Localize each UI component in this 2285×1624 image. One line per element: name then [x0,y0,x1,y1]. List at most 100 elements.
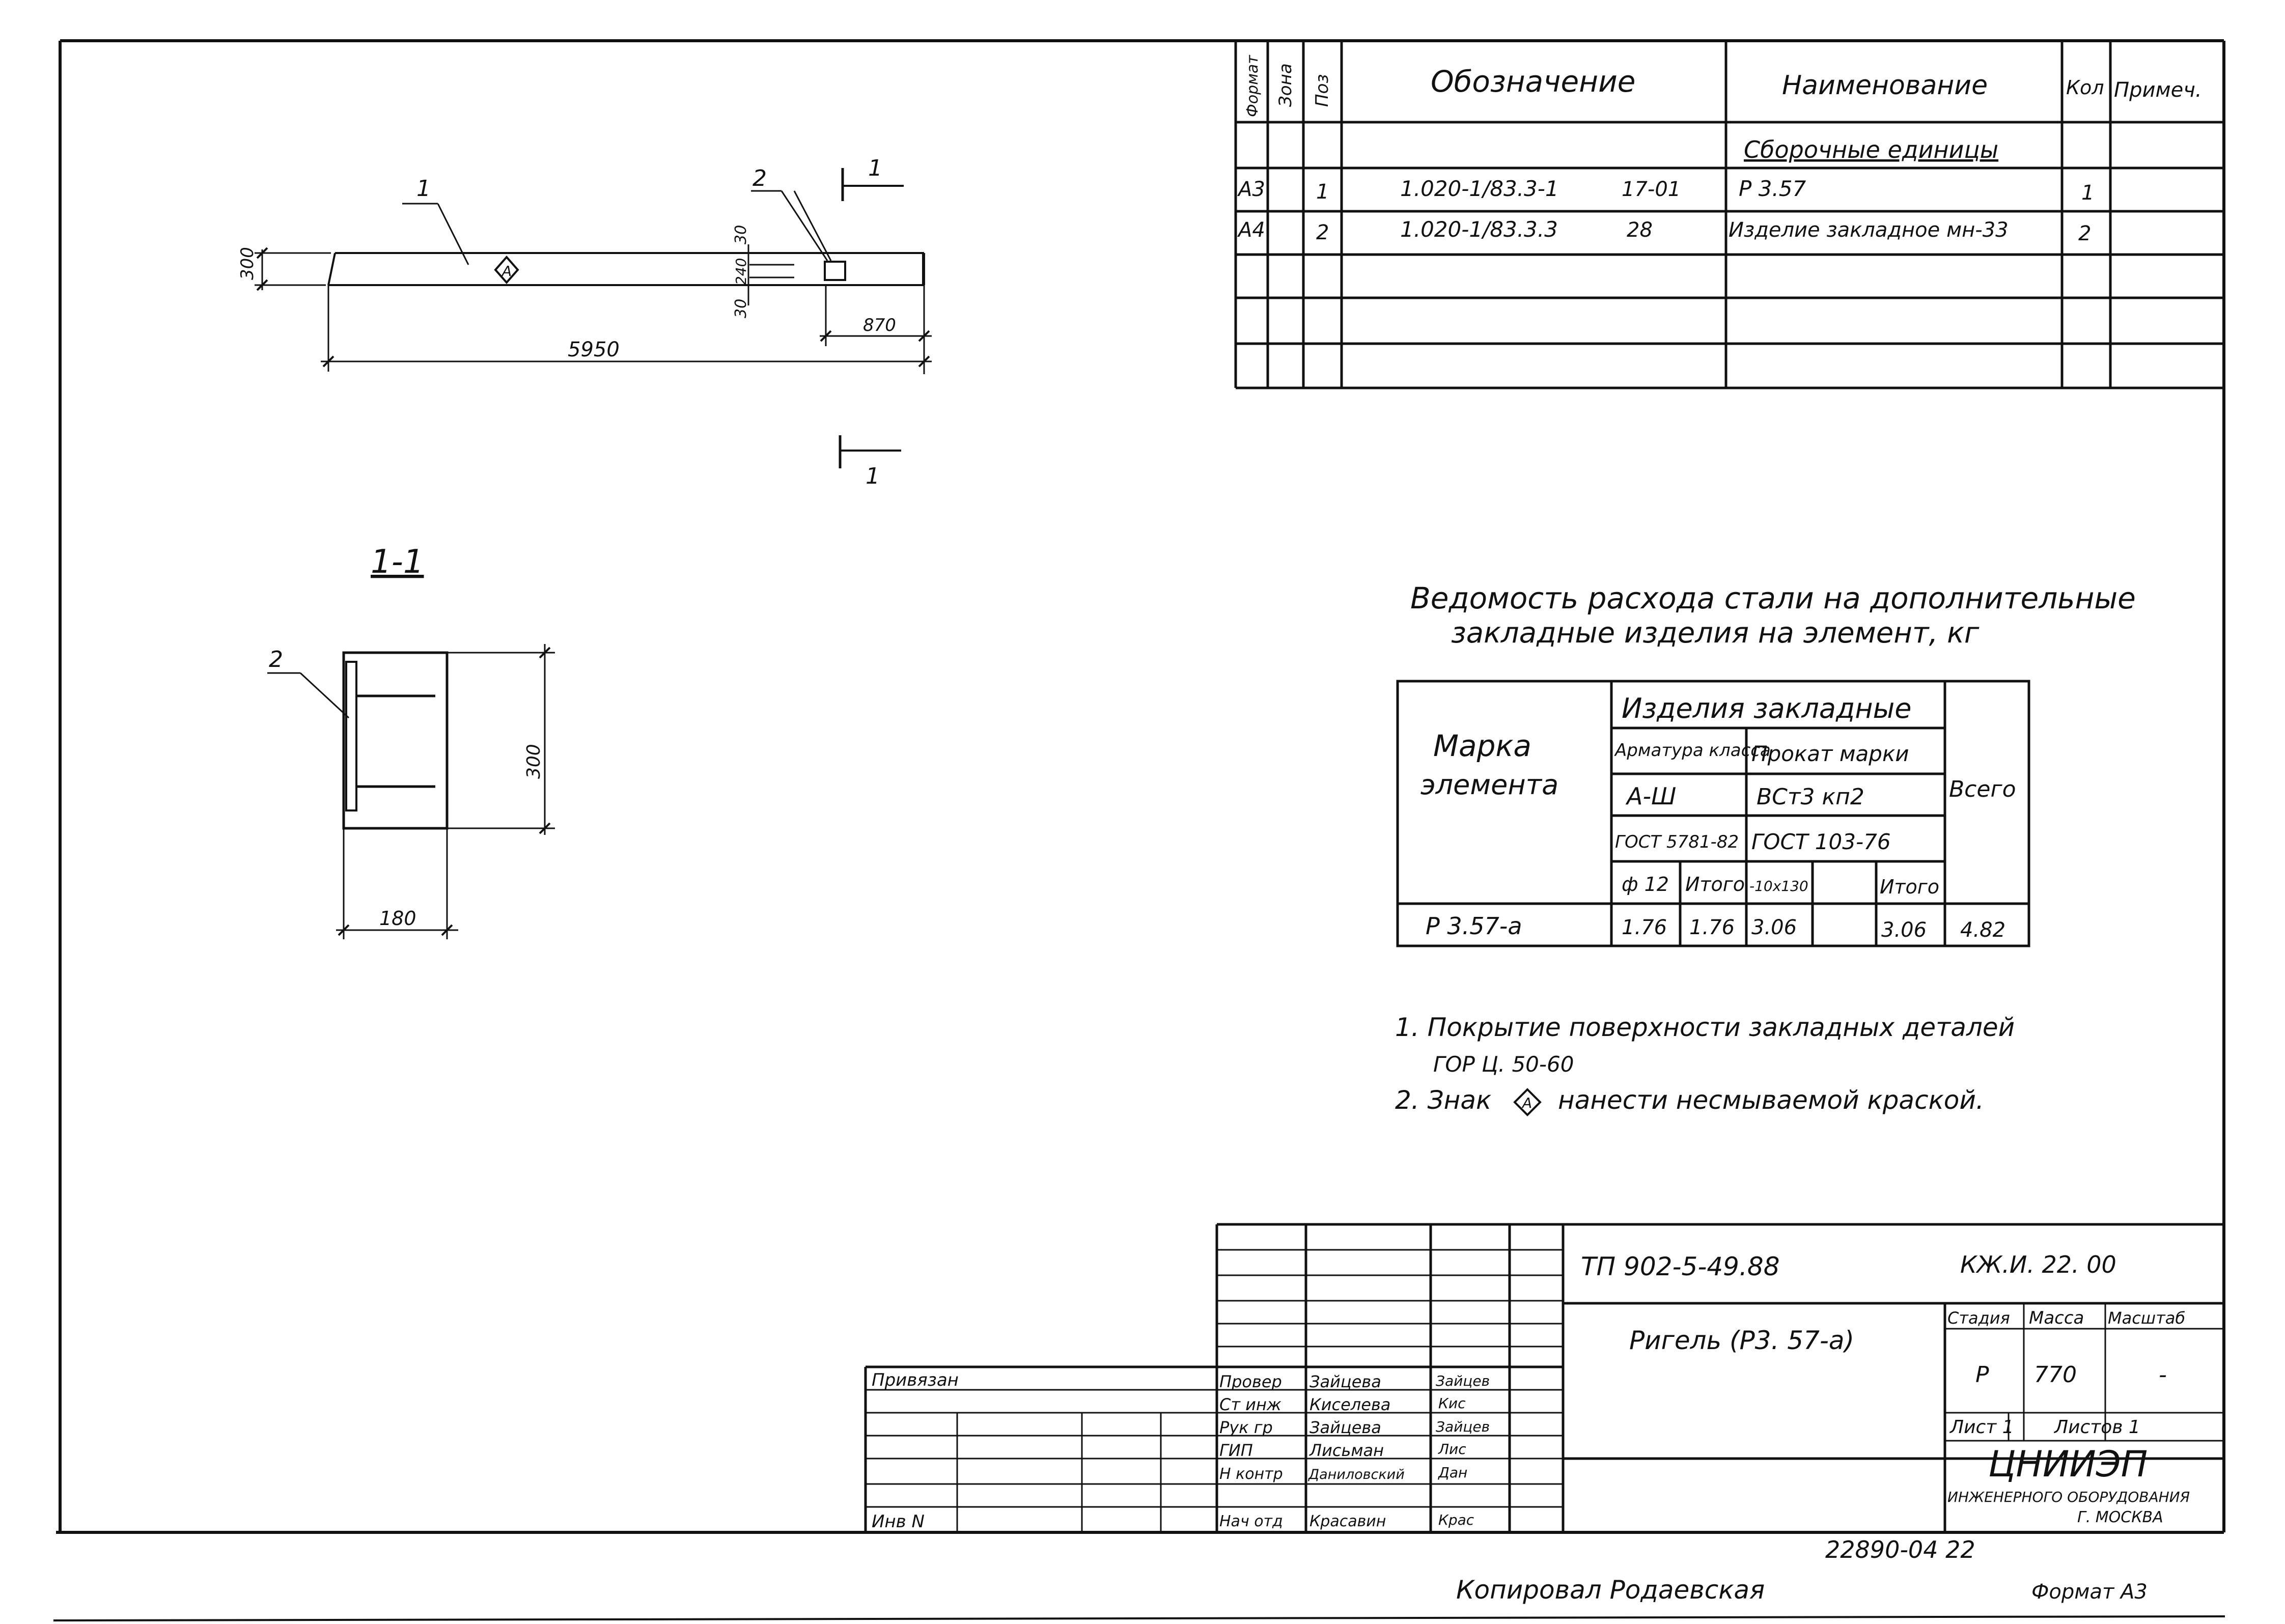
row1-sheet: 17-01 [1622,178,1681,201]
note-diamond-icon: А [1513,1088,1542,1116]
col-group: Изделия закладные [1622,692,1911,724]
row-phi12: 1.76 [1622,916,1667,939]
signer-1-name: Зайцева [1309,1372,1381,1391]
row2-sheet: 28 [1627,218,1653,242]
header-format: Формат [1244,54,1262,117]
signer-4-sign: Лис [1438,1441,1466,1458]
dim-end-label: 870 [863,315,896,335]
section-view-title: 1-1 [371,543,424,581]
section-cut-top-label: 1 [868,155,882,181]
row1-designation: 1.020-1/83.3-1 [1400,176,1559,201]
row1-pos: 1 [1316,180,1329,204]
scale-label: Масштаб [2108,1308,2185,1328]
row-mark: Р 3.57-а [1426,912,1522,940]
note-1-line2: ГОР Ц. 50-60 [1433,1052,1574,1077]
section-title: Сборочные единицы [1744,136,1998,163]
steel-table-title-1: Ведомость расхода стали на дополнительны… [1410,581,2136,615]
header-name: Наименование [1782,70,1988,101]
section-dim-width-label: 180 [379,907,416,930]
row-strip: 3.06 [1751,916,1797,939]
signer-2-name: Киселева [1309,1395,1390,1414]
inv-label: Инв N [872,1511,925,1532]
signer-5-name: Даниловский [1308,1467,1405,1482]
sheets-label: Листов 1 [2053,1417,2140,1438]
signer-4-role: ГИП [1219,1441,1253,1460]
row1-name: Р 3.57 [1739,176,1806,201]
dim-30-bottom-label: 30 [732,299,750,318]
col-class-a3: А-Ш [1625,782,1676,810]
col-total-2: Итого [1880,876,1939,898]
scale-value: - [2159,1362,2167,1388]
mark-diamond-letter: А [501,263,512,279]
signer-3-role: Рук гр [1219,1418,1273,1437]
sheet-label: Лист 1 [1949,1417,2014,1438]
section-view: 1-1 2 300 180 [267,543,555,939]
signer-2-sign: Кис [1438,1395,1466,1412]
sheet-frame [53,39,2225,1621]
mark-diamond-icon: А [494,255,519,285]
header-zone: Зона [1275,63,1296,107]
col-mark-line1: Марка [1433,729,1531,763]
steel-table-title-2: закладные изделия на элемент, кг [1451,617,1980,650]
header-note: Примеч. [2114,78,2202,102]
row2-designation: 1.020-1/83.3.3 [1400,217,1558,242]
note-diamond-letter: А [1521,1095,1532,1111]
signer-4-name: Лисьман [1309,1441,1384,1460]
row-total-1: 1.76 [1689,916,1735,939]
title-block: ТП 902-5-49.88 КЖ.И. 22. 00 Ригель (Р3. … [864,1223,2224,1532]
signer-1-role: Провер [1219,1372,1282,1391]
row2-name: Изделие закладное мн-33 [1729,218,2009,242]
footer-copied: Копировал Родаевская [1456,1575,1765,1605]
spec-table: Формат Зона Поз Обозначение Наименование… [1234,41,2224,389]
org-line3: Г. МОСКВА [2077,1508,2163,1526]
signer-1-sign: Зайцев [1436,1373,1490,1389]
drawing-code: КЖ.И. 22. 00 [1960,1251,2116,1278]
row2-qty: 2 [2078,222,2091,245]
signer-5-role: Н контр [1219,1465,1283,1483]
row2-format: А4 [1237,218,1265,242]
project-number: ТП 902-5-49.88 [1581,1252,1780,1281]
header-designation: Обозначение [1431,64,1635,99]
row1-qty: 1 [2081,181,2094,205]
dim-240-label: 240 [733,258,749,285]
row2-pos: 2 [1316,221,1329,244]
signer-5-sign: Дан [1437,1464,1467,1481]
signer-6-role: Нач отд [1219,1513,1283,1530]
col-all: Всего [1949,776,2016,802]
note-2-after: нанести несмываемой краской. [1558,1085,1984,1115]
note-1-line1: 1. Покрытие поверхности закладных детале… [1395,1013,2015,1042]
steel-table: Ведомость расхода стали на дополнительны… [1396,581,2136,947]
col-gost-2: ГОСТ 103-76 [1751,829,1891,854]
col-armature-class: Арматура класса [1614,740,1771,761]
col-phi12: ф 12 [1622,873,1669,895]
callout-1-label: 1 [416,176,431,202]
row-all: 4.82 [1960,918,2005,942]
dim-height-label: 300 [237,247,258,280]
notes: 1. Покрытие поверхности закладных детале… [1395,1013,2015,1116]
stage-label: Стадия [1947,1308,2010,1328]
org-line2: ИНЖЕНЕРНОГО ОБОРУДОВАНИЯ [1947,1489,2190,1505]
row1-format: А3 [1237,178,1265,201]
stage-value: Р [1975,1362,1989,1388]
callout-2-label: 2 [753,165,767,191]
note-2-before: 2. Знак [1395,1085,1491,1115]
signer-3-sign: Зайцев [1436,1418,1490,1435]
header-pos: Поз [1312,74,1332,107]
footer-format: Формат А3 [2031,1580,2148,1604]
beam-elevation: А 1 2 1 1 300 5950 870 30 240 30 [237,155,932,489]
signer-2-role: Ст инж [1219,1395,1281,1414]
dim-length-label: 5950 [568,338,620,361]
footer-number: 22890-04 22 [1825,1536,1975,1563]
bound-label: Привязан [872,1370,959,1390]
drawing-title: Ригель (Р3. 57-а) [1629,1326,1854,1355]
org-name: ЦНИИЭП [1988,1443,2148,1485]
signer-3-name: Зайцева [1309,1418,1381,1437]
col-gost-1: ГОСТ 5781-82 [1615,832,1739,852]
col-total-1: Итого [1685,873,1745,895]
section-dim-height-label: 300 [523,744,544,779]
col-steel-grade: ВСт3 кп2 [1757,784,1864,810]
signer-6-name: Красавин [1309,1513,1386,1530]
signer-6-sign: Крас [1438,1511,1474,1528]
col-mark-line2: элемента [1420,769,1558,801]
